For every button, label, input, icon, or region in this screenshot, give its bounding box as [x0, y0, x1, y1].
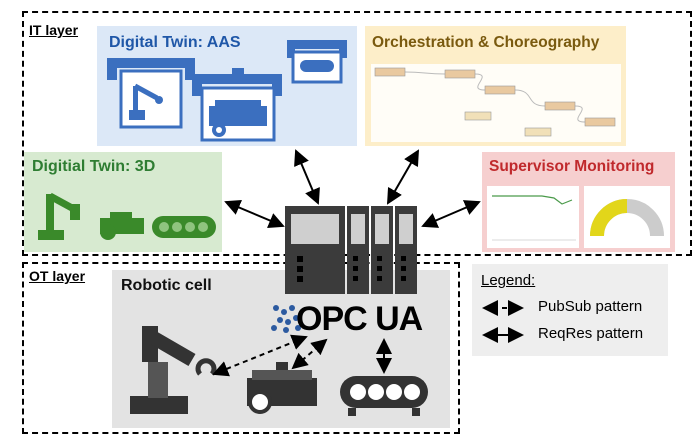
ot-layer-frame: [22, 262, 460, 434]
aas-box: Digital Twin: AAS: [97, 26, 357, 146]
monitoring-box: Supervisor Monitoring: [482, 152, 675, 252]
ot-layer-label: OT layer: [29, 268, 86, 284]
plc-controller-icon: [285, 206, 417, 294]
twin3d-title: Digitial Twin: 3D: [32, 158, 156, 175]
legend-reqres-label: ReqRes pattern: [538, 325, 644, 342]
aas-mobile-robot-icon: [192, 68, 282, 142]
monitoring-line-plot: [492, 195, 573, 205]
robot-arm-icon: [130, 326, 217, 414]
robotic-cell-title: Robotic cell: [121, 277, 212, 294]
opcua-dots-graphic: [271, 305, 301, 333]
twin3d-icons: [38, 192, 216, 240]
twin3d-robot-icon: [38, 192, 80, 240]
node-red-flow-thumbnail: [371, 64, 621, 142]
twin3d-box: Digitial Twin: 3D: [24, 152, 222, 252]
twin3d-conveyor-icon: [152, 216, 216, 238]
legend-symbols: [482, 300, 524, 343]
aas-title: Digital Twin: AAS: [109, 34, 241, 51]
aas-robot-icon: [107, 58, 195, 129]
opcua-logo: OPC UA: [266, 298, 426, 340]
it-layer-label: IT layer: [29, 22, 79, 38]
aas-conveyor-icon: [287, 40, 347, 84]
orchestration-title: Orchestration & Choreography: [372, 34, 600, 51]
mobile-robot-icon: [247, 362, 317, 414]
monitoring-title: Supervisor Monitoring: [489, 158, 655, 175]
orchestration-box: Orchestration & Choreography: [365, 26, 626, 146]
opcua-label: OPC UA: [296, 300, 423, 338]
aas-icons: [107, 40, 347, 142]
twin3d-mobile-robot-icon: [100, 212, 144, 240]
monitoring-dashboard-thumbnail: [487, 186, 670, 248]
legend-pubsub-label: PubSub pattern: [538, 298, 643, 315]
flow-nodes: [374, 67, 616, 137]
conveyor-icon: [340, 376, 428, 416]
legend-title: Legend:: [481, 272, 536, 289]
legend-box: Legend: PubSub pattern ReqRes pattern: [472, 264, 668, 356]
